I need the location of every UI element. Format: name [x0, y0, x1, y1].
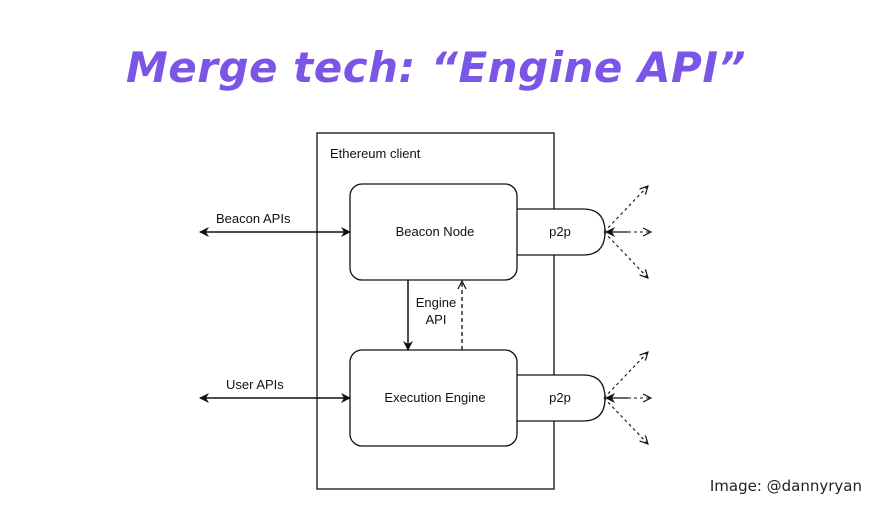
engine-api-label-line2: API — [426, 312, 447, 327]
p2p-bottom-label: p2p — [549, 390, 571, 405]
beacon-node-label: Beacon Node — [396, 224, 475, 239]
image-credit: Image: @dannyryan — [709, 477, 862, 495]
user-apis-label: User APIs — [226, 377, 284, 392]
p2p-bottom-peer-arrow-up — [603, 352, 648, 399]
slide-title: Merge tech: “Engine API” — [125, 43, 746, 92]
p2p-bottom-peer-arrow-down — [603, 397, 648, 444]
p2p-top-peer-arrow-up — [603, 186, 648, 233]
ethereum-client-label: Ethereum client — [330, 146, 421, 161]
execution-engine-label: Execution Engine — [384, 390, 485, 405]
engine-api-label-line1: Engine — [416, 295, 456, 310]
ethereum-client-container — [316, 132, 555, 490]
beacon-apis-label: Beacon APIs — [216, 211, 291, 226]
p2p-top-label: p2p — [549, 224, 571, 239]
p2p-top-peer-arrow-down — [603, 231, 648, 278]
